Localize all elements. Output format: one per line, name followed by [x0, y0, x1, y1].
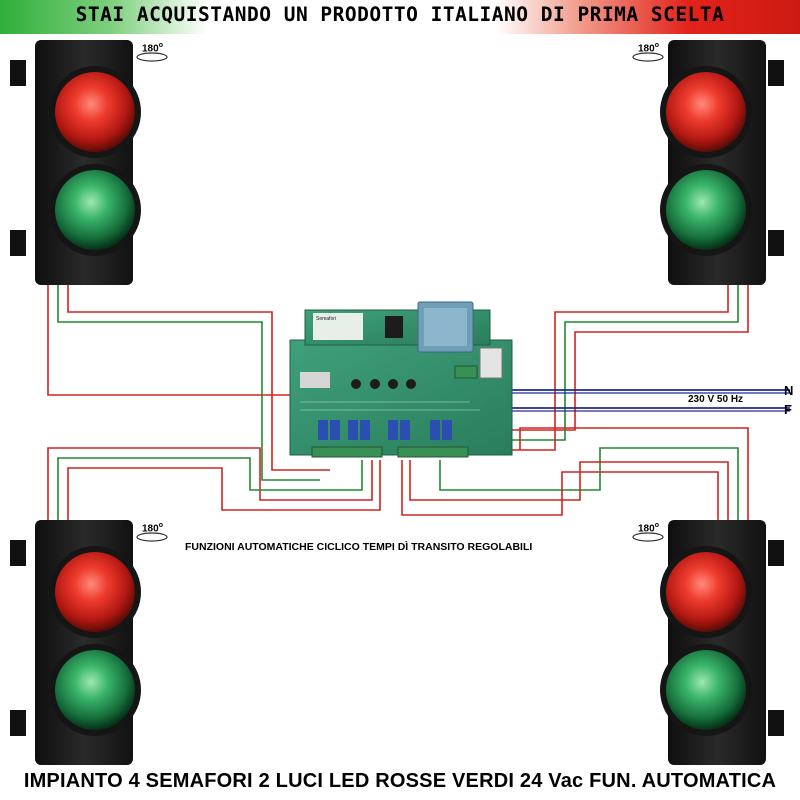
rotate-180-icon [136, 52, 664, 542]
wire-tr-red [505, 285, 749, 431]
banner-title: STAI ACQUISTANDO UN PRODOTTO ITALIANO DI… [75, 3, 725, 26]
wire-br-green [439, 447, 739, 520]
terminal-f-label: F [784, 402, 792, 417]
rotation-label-bottom-right: 180o [638, 522, 659, 535]
traffic-light-top-left [10, 40, 141, 285]
top-banner [0, 0, 800, 34]
rotation-label-top-left: 180o [142, 42, 163, 55]
footer-title: IMPIANTO 4 SEMAFORI 2 LUCI LED ROSSE VER… [23, 770, 777, 792]
traffic-light-bottom-right [660, 520, 784, 765]
wire-tr-red-2 [505, 285, 729, 451]
terminal-n-label: N [784, 383, 794, 398]
traffic-light-top-right [660, 40, 784, 285]
wire-br-red-3 [401, 460, 719, 520]
wires [47, 285, 790, 520]
wire-tl-red-2 [67, 285, 330, 471]
wire-tl-green [57, 285, 320, 481]
rotation-label-bottom-left: 180o [142, 522, 163, 535]
wire-tl-red [47, 285, 295, 396]
wire-tr-green [505, 285, 739, 441]
function-label: FUNZIONI AUTOMATICHE CICLICO TEMPI DÌ TR… [185, 541, 533, 553]
control-board: Semafori [289, 301, 513, 458]
wire-bl-green [57, 457, 363, 520]
wire-br-red [519, 427, 749, 520]
traffic-light-bottom-left [10, 520, 141, 765]
rotation-label-top-right: 180o [638, 42, 659, 55]
wire-br-red-2 [409, 460, 729, 520]
board-label: Semafori [316, 316, 336, 322]
wire-bl-red-2 [67, 460, 381, 520]
wire-bl-red [47, 447, 373, 520]
power-label: 230 V 50 Hz [688, 394, 744, 405]
